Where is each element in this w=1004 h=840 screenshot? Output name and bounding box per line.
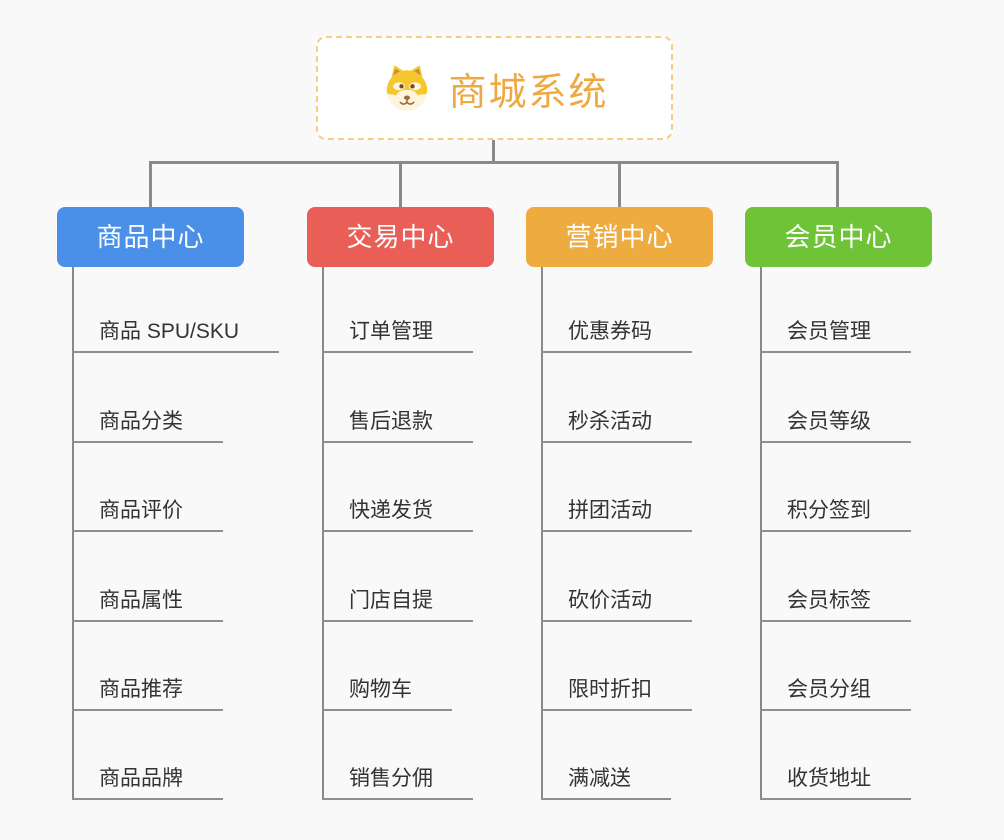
leaf-node[interactable]: 门店自提 (322, 587, 473, 622)
branch-trunk-2 (322, 267, 324, 800)
leaf-node[interactable]: 秒杀活动 (541, 408, 692, 443)
leaf-node[interactable]: 满减送 (541, 765, 671, 800)
branch-node-product[interactable]: 商品中心 (57, 207, 244, 267)
connector-rail (149, 161, 839, 164)
leaf-node[interactable]: 优惠券码 (541, 318, 692, 353)
leaf-node[interactable]: 商品分类 (72, 408, 223, 443)
branch-trunk-1 (72, 267, 74, 800)
branch-trunk-4 (760, 267, 762, 800)
dog-face-icon (380, 61, 434, 115)
branch-trunk-3 (541, 267, 543, 800)
connector-drop-4 (836, 161, 839, 207)
leaf-node[interactable]: 会员分组 (760, 676, 911, 711)
leaf-node[interactable]: 商品 SPU/SKU (72, 318, 280, 353)
leaf-node[interactable]: 会员等级 (760, 408, 911, 443)
leaf-node[interactable]: 快递发货 (322, 497, 473, 532)
branch-node-trade[interactable]: 交易中心 (307, 207, 494, 267)
leaf-node[interactable]: 售后退款 (322, 408, 473, 443)
leaf-node[interactable]: 限时折扣 (541, 676, 692, 711)
connector-drop-2 (399, 161, 402, 207)
connector-drop-3 (618, 161, 621, 207)
leaf-node[interactable]: 订单管理 (322, 318, 473, 353)
connector-root-stem (492, 140, 495, 164)
leaf-node[interactable]: 拼团活动 (541, 497, 692, 532)
branch-node-member[interactable]: 会员中心 (745, 207, 932, 267)
leaf-node[interactable]: 收货地址 (760, 765, 911, 800)
leaf-node[interactable]: 销售分佣 (322, 765, 473, 800)
connector-drop-1 (149, 161, 152, 207)
leaf-node[interactable]: 商品品牌 (72, 765, 223, 800)
root-title: 商城系统 (448, 71, 609, 114)
leaf-node[interactable]: 砍价活动 (541, 587, 692, 622)
leaf-node[interactable]: 会员管理 (760, 318, 911, 353)
leaf-node[interactable]: 购物车 (322, 676, 452, 711)
leaf-node[interactable]: 商品属性 (72, 587, 223, 622)
leaf-node[interactable]: 积分签到 (760, 497, 911, 532)
root-node[interactable]: 商城系统 (316, 36, 673, 140)
leaf-node[interactable]: 商品评价 (72, 497, 223, 532)
leaf-node[interactable]: 会员标签 (760, 587, 911, 622)
branch-node-marketing[interactable]: 营销中心 (526, 207, 713, 267)
leaf-node[interactable]: 商品推荐 (72, 676, 223, 711)
